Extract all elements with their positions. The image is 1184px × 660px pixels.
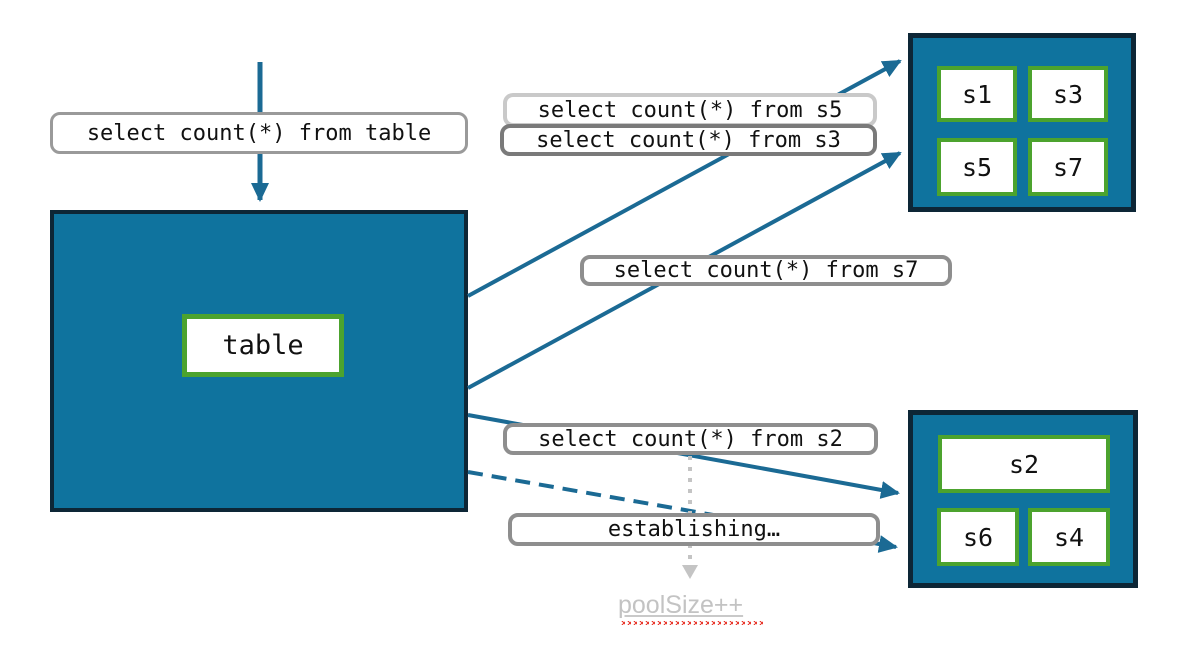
query-label-from-s3-text: select count(*) from s3 bbox=[536, 127, 841, 153]
table-label-text: table bbox=[222, 330, 304, 361]
shard-group-top: s1 s3 s5 s7 bbox=[908, 33, 1136, 212]
shard-label-s5: s5 bbox=[961, 152, 993, 182]
query-label-from-s5: select count(*) from s5 bbox=[503, 93, 877, 127]
table-box: table bbox=[50, 210, 468, 512]
query-label-from-table: select count(*) from table bbox=[50, 112, 468, 154]
table-box-label: table bbox=[182, 314, 344, 377]
shard-label-s4: s4 bbox=[1053, 522, 1085, 552]
shard-label-s1: s1 bbox=[961, 79, 993, 109]
query-label-from-s5-text: select count(*) from s5 bbox=[537, 97, 843, 123]
query-label-from-s3: select count(*) from s3 bbox=[500, 124, 877, 156]
shard-group-bottom: s2 s6 s4 bbox=[908, 410, 1138, 588]
shard-box-s2: s2 bbox=[938, 435, 1110, 493]
establishing-label-text: establishing… bbox=[607, 517, 781, 542]
shard-label-s2: s2 bbox=[1008, 449, 1040, 479]
shard-label-s3: s3 bbox=[1052, 79, 1084, 109]
shard-label-s7: s7 bbox=[1052, 152, 1084, 182]
query-label-from-s2: select count(*) from s2 bbox=[503, 423, 878, 455]
shard-box-s6: s6 bbox=[937, 508, 1019, 566]
shard-box-s3: s3 bbox=[1028, 66, 1108, 122]
poolsize-annotation: poolSize++ bbox=[618, 591, 743, 620]
shard-box-s7: s7 bbox=[1028, 138, 1108, 196]
shard-label-s6: s6 bbox=[962, 522, 994, 552]
spellcheck-squiggle-icon bbox=[619, 621, 765, 625]
establishing-label: establishing… bbox=[508, 513, 880, 546]
query-label-from-s7: select count(*) from s7 bbox=[580, 255, 952, 286]
query-label-from-s2-text: select count(*) from s2 bbox=[538, 426, 843, 452]
query-label-from-s7-text: select count(*) from s7 bbox=[613, 258, 919, 283]
shard-box-s4: s4 bbox=[1028, 508, 1110, 566]
query-label-from-table-text: select count(*) from table bbox=[86, 120, 432, 146]
poolsize-text: poolSize++ bbox=[618, 591, 744, 619]
shard-box-s1: s1 bbox=[937, 66, 1017, 122]
shard-box-s5: s5 bbox=[937, 138, 1017, 196]
